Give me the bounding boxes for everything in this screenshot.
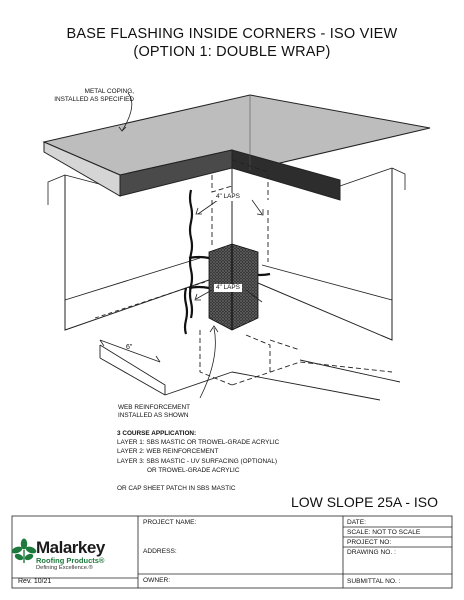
course-layer3-alt: OR TROWEL-GRADE ACRYLIC [147,466,240,474]
course-layer3: LAYER 3: SBS MASTIC - UV SURFACING (OPTI… [117,457,278,465]
course-layer2: LAYER 2: WEB REINFORCEMENT [117,448,219,456]
date-field: DATE: [347,519,366,526]
course-alternative: OR CAP SHEET PATCH IN SBS MASTIC [117,485,236,493]
course-application-notes: 3 COURSE APPLICATION: LAYER 1: SBS MASTI… [117,429,279,493]
owner-field: OWNER: [143,577,171,584]
coping-callout-line1: METAL COPING, [84,88,134,95]
course-layer1: LAYER 1: SBS MASTIC OR TROWEL-GRADE ACRY… [117,439,280,447]
project-no-field: PROJECT NO: [347,539,392,546]
base-flashing-lines [64,257,393,319]
leaf-cluster-icon [11,538,37,563]
dimension-label: 6" [126,344,133,351]
drawing-title: BASE FLASHING INSIDE CORNERS - ISO VIEW [66,26,398,42]
laps-callout-upper: 4" LAPS [214,193,242,201]
dimension-6in [99,339,161,363]
submittal-no-field: SUBMITTAL NO. : [347,578,401,585]
drawing-no-field: DRAWING NO. : [347,549,396,556]
logo-wordmark: Malarkey [36,538,105,557]
project-name-field: PROJECT NAME: [143,519,197,526]
lap-dashes [199,159,393,386]
scale-field: SCALE: NOT TO SCALE [347,529,421,536]
coping-callout: METAL COPING, INSTALLED AS SPECIFIED [54,88,134,103]
coping-callout-line2: INSTALLED AS SPECIFIED [54,95,134,103]
drawing-identifier: LOW SLOPE 25A - ISO [290,494,438,510]
leader-lines [118,92,264,399]
drawing-subtitle: (OPTION 1: DOUBLE WRAP) [133,44,331,60]
revision-label: Rev. 10/21 [18,578,52,585]
web-callout-line1: WEB REINFORCEMENT [118,404,191,411]
web-reinforcement-callout: WEB REINFORCEMENT INSTALLED AS SHOWN [118,404,190,419]
logo-tagline: Defining Excellence.® [36,565,93,571]
course-heading: 3 COURSE APPLICATION: [117,430,197,437]
logo-subtitle: Roofing Products® [36,556,105,565]
address-field: ADDRESS: [143,548,177,555]
roof-deck [99,344,401,401]
web-callout-line2: INSTALLED AS SHOWN [118,411,189,419]
metal-coping [42,94,431,201]
laps-callout-lower: 4" LAPS [214,284,242,292]
